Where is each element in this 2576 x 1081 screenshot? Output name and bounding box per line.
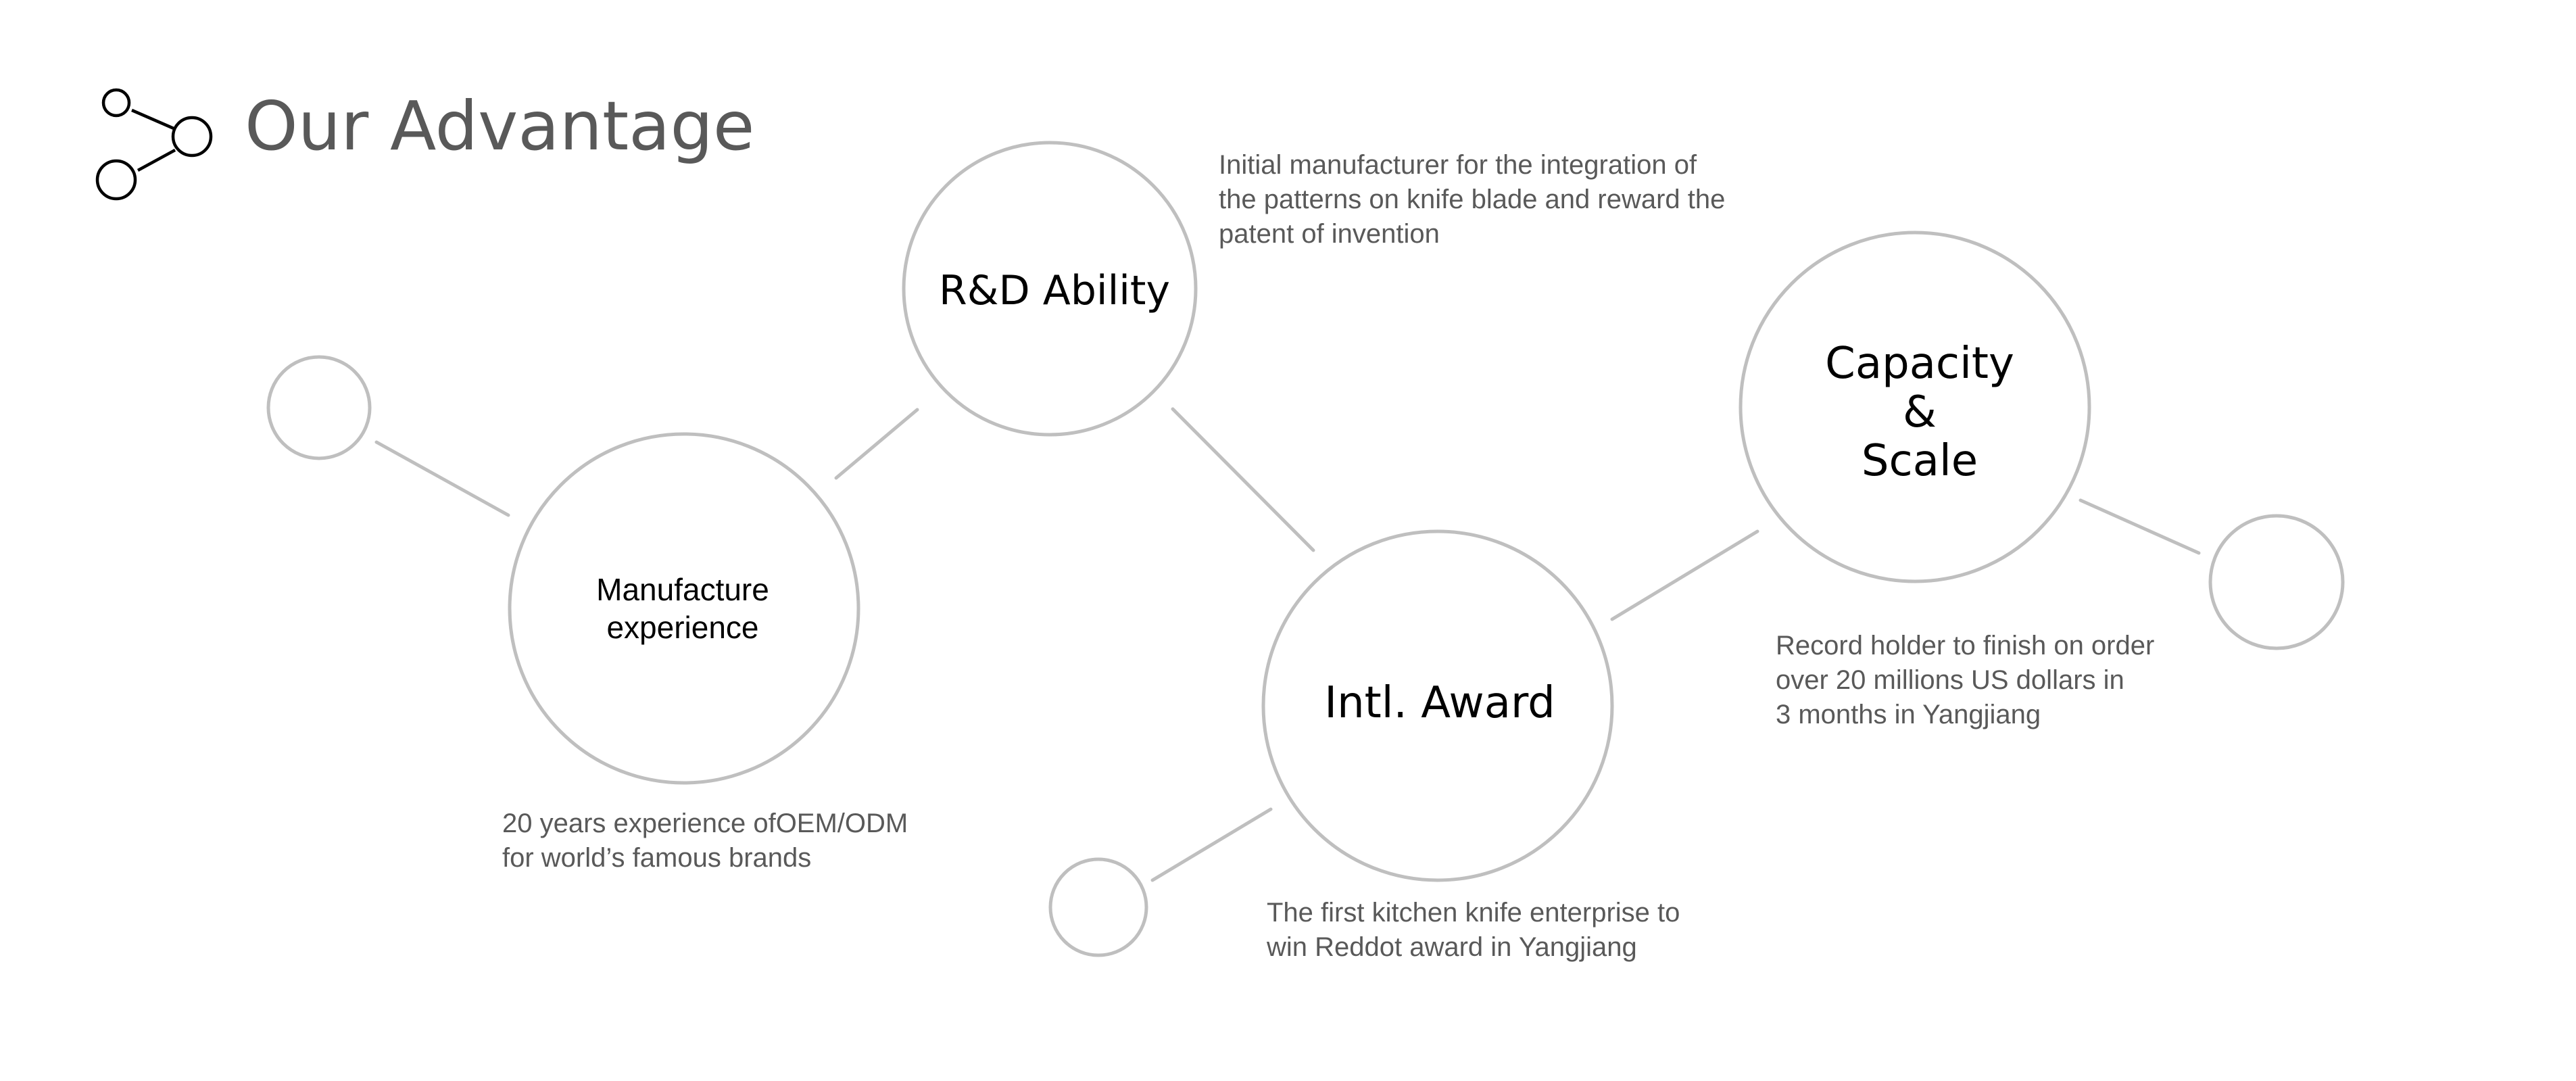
decorative-circle-left — [266, 355, 372, 460]
connector-line — [2079, 498, 2201, 555]
description-line: Initial manufacturer for the integration… — [1219, 150, 1697, 180]
description-line: 20 years experience ofOEM/ODM — [502, 809, 908, 838]
node-label-award: Intl. Award — [1264, 635, 1615, 771]
node-circle-manufacture — [508, 432, 860, 785]
share-nodes-icon — [95, 88, 213, 201]
node-label-manufacture: Manufacture experience — [514, 527, 852, 690]
node-label-line: R&D Ability — [939, 267, 1170, 314]
description-capacity: Record holder to finish on order over 20… — [1776, 629, 2154, 732]
node-label-line: & — [1903, 387, 1937, 437]
page-title: Our Advantage — [245, 87, 755, 166]
node-circle-rd — [902, 141, 1198, 437]
node-circle-capacity — [1739, 231, 2091, 583]
node-label-line: Intl. Award — [1324, 678, 1555, 728]
description-manufacture: 20 years experience ofOEM/ODM for world’… — [502, 807, 908, 875]
connector-line — [1150, 807, 1273, 882]
description-rd: Initial manufacturer for the integration… — [1219, 148, 1725, 251]
connector-line — [834, 408, 919, 480]
connector-line — [1610, 529, 1759, 621]
description-line: Record holder to finish on order — [1776, 631, 2155, 660]
connector-line — [374, 440, 510, 517]
decorative-circle-right — [2208, 514, 2345, 650]
description-line: the patterns on knife blade and reward t… — [1219, 185, 1726, 214]
description-line: for world’s famous brands — [502, 843, 812, 873]
decorative-circle-bottom — [1048, 857, 1148, 957]
description-line: The first kitchen knife enterprise to — [1267, 898, 1680, 928]
description-line: over 20 millions US dollars in — [1776, 665, 2124, 695]
node-label-rd: R&D Ability — [906, 223, 1203, 358]
node-label-capacity: Capacity & Scale — [1744, 318, 2095, 507]
connector-line — [1171, 407, 1315, 552]
node-label-line: experience — [606, 610, 759, 645]
description-line: win Reddot award in Yangjiang — [1267, 932, 1637, 962]
node-label-line: Capacity — [1825, 339, 2014, 389]
description-award: The first kitchen knife enterprise to wi… — [1267, 896, 1680, 965]
description-line: patent of invention — [1219, 219, 1440, 249]
description-line: 3 months in Yangjiang — [1776, 700, 2041, 729]
node-circle-award — [1261, 529, 1614, 882]
node-label-line: Scale — [1861, 436, 1978, 486]
node-label-line: Manufacture — [596, 572, 769, 607]
